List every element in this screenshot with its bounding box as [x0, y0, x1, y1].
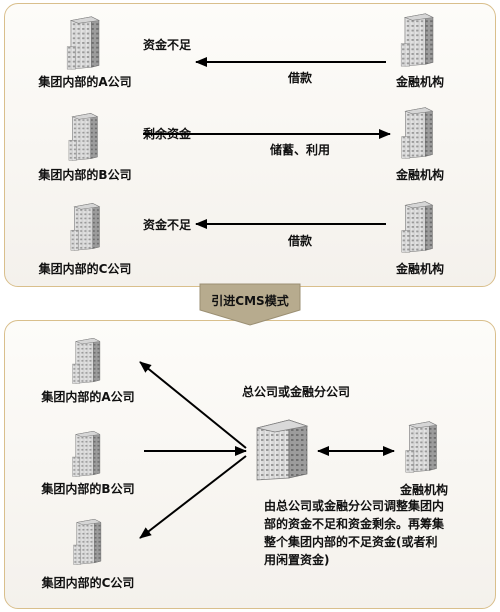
- bottom-company-b-label: 集团内部的B公司: [41, 482, 135, 496]
- bottom-institution-label: 金融机构: [399, 483, 449, 497]
- arrow-text-b: 储蓄、利用: [269, 143, 331, 157]
- flow-text-c: 资金不足: [143, 218, 192, 232]
- institution-label-3: 金融机构: [395, 262, 445, 276]
- company-c-label: 集团内部的C公司: [38, 262, 132, 276]
- bottom-company-c-label: 集团内部的C公司: [41, 576, 135, 590]
- hub-title: 总公司或金融分公司: [241, 385, 351, 399]
- arrow-hub-to-c: [139, 455, 247, 539]
- arrow-text-c: 借款: [287, 234, 313, 248]
- company-b-label: 集团内部的B公司: [38, 168, 132, 182]
- transition-arrow: 引进CMS模式: [198, 282, 302, 326]
- institution-label-2: 金融机构: [395, 168, 445, 182]
- arrow-text-a: 借款: [287, 71, 313, 85]
- bottom-company-a-label: 集团内部的A公司: [41, 390, 135, 404]
- cms-description-line-3: 整个集团内部的不足资金(或者利: [264, 535, 438, 549]
- company-a-label: 集团内部的A公司: [38, 75, 132, 89]
- cms-description-line-2: 部的资金不足和资金剩余。再筹集: [264, 517, 445, 531]
- cms-description: 由总公司或金融分公司调整集团内 部的资金不足和资金剩余。再筹集 整个集团内部的不…: [264, 497, 454, 569]
- transition-label: 引进CMS模式: [211, 294, 289, 308]
- institution-label-1: 金融机构: [395, 75, 445, 89]
- arrow-hub-to-a: [139, 361, 247, 449]
- flow-text-a: 资金不足: [143, 38, 192, 52]
- cms-description-line-1: 由总公司或金融分公司调整集团内: [264, 499, 445, 513]
- hub-building-icon: [255, 418, 309, 482]
- cms-description-line-4: 用闲置资金): [264, 553, 330, 567]
